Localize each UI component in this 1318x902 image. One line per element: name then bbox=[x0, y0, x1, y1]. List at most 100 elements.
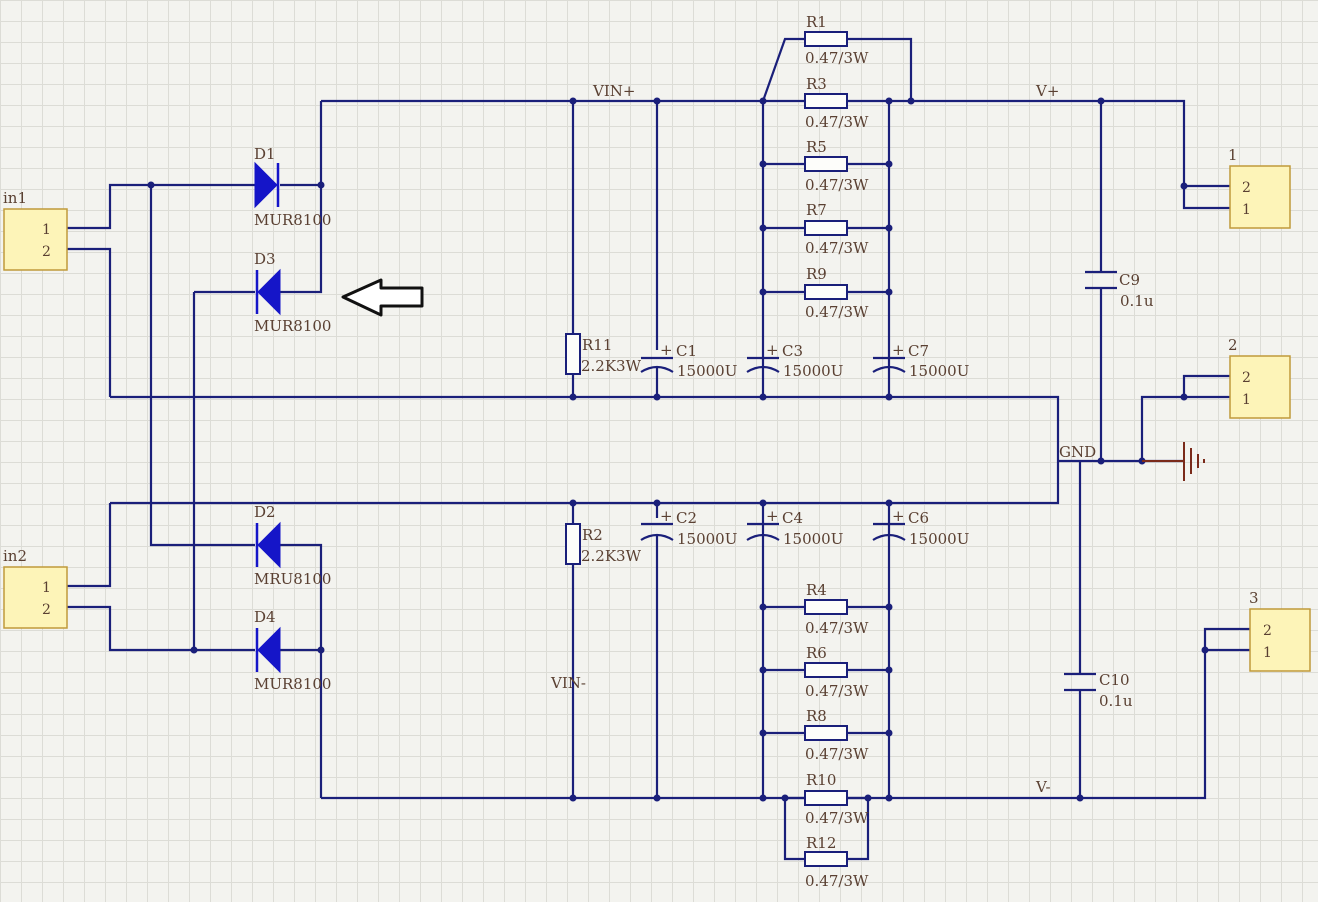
resistor-r11-value: 2.2K3W bbox=[581, 357, 642, 375]
capacitor-c4-value: 15000U bbox=[783, 530, 843, 548]
net-label-v-minus: V- bbox=[1035, 778, 1051, 796]
resistor-r12-ref: R12 bbox=[806, 834, 836, 852]
diode-d1[interactable]: D1 MUR8100 bbox=[254, 145, 331, 229]
resistor-r12-value: 0.47/3W bbox=[805, 872, 869, 890]
capacitor-c4-ref: C4 bbox=[782, 509, 803, 527]
connector-2-pin-b: 1 bbox=[1242, 392, 1251, 408]
resistor-r4-ref: R4 bbox=[806, 581, 827, 599]
resistor-r7-value: 0.47/3W bbox=[805, 239, 869, 257]
capacitor-c2-value: 15000U bbox=[677, 530, 737, 548]
capacitor-c6-ref: C6 bbox=[908, 509, 929, 527]
capacitor-c9[interactable]: C9 0.1u bbox=[1085, 270, 1154, 310]
resistor-r1[interactable]: R1 0.47/3W bbox=[804, 13, 869, 67]
resistor-r3[interactable]: R3 0.47/3W bbox=[804, 75, 869, 131]
connector-in2-ref: in2 bbox=[3, 547, 27, 565]
capacitor-c7-value: 15000U bbox=[909, 362, 969, 380]
resistor-r6-value: 0.47/3W bbox=[805, 682, 869, 700]
resistor-r2[interactable]: R2 2.2K3W bbox=[565, 523, 642, 565]
diode-d3[interactable]: D3 MUR8100 bbox=[254, 250, 331, 335]
capacitor-c7[interactable]: + C7 15000U bbox=[872, 341, 969, 380]
capacitor-c10[interactable]: C10 0.1u bbox=[1064, 671, 1133, 710]
resistor-r12[interactable]: R12 0.47/3W bbox=[804, 834, 869, 890]
capacitor-c9-ref: C9 bbox=[1119, 271, 1140, 289]
diode-d2[interactable]: D2 MRU8100 bbox=[254, 503, 331, 588]
connector-1-ref: 1 bbox=[1228, 146, 1238, 164]
resistor-r7-ref: R7 bbox=[806, 201, 827, 219]
resistor-r11-ref: R11 bbox=[582, 336, 612, 354]
capacitor-c7-ref: C7 bbox=[908, 342, 929, 360]
capacitor-c3-ref: C3 bbox=[782, 342, 803, 360]
resistor-r11[interactable]: R11 2.2K3W bbox=[565, 333, 642, 375]
resistor-r3-value: 0.47/3W bbox=[805, 113, 869, 131]
resistor-r1-value: 0.47/3W bbox=[805, 49, 869, 67]
resistor-r3-ref: R3 bbox=[806, 75, 827, 93]
diode-d3-ref: D3 bbox=[254, 250, 276, 268]
net-label-vin-plus: VIN+ bbox=[592, 82, 635, 100]
connector-3-ref: 3 bbox=[1249, 589, 1259, 607]
capacitor-c1[interactable]: + C1 15000U bbox=[640, 341, 737, 380]
capacitor-c6-polarity: + bbox=[892, 507, 905, 525]
net-label-vin-minus: VIN- bbox=[550, 674, 586, 692]
connector-1-pin-a: 2 bbox=[1242, 180, 1251, 196]
resistor-r10-ref: R10 bbox=[806, 771, 836, 789]
resistor-r10[interactable]: R10 0.47/3W bbox=[804, 771, 869, 827]
resistor-r8-ref: R8 bbox=[806, 707, 827, 725]
connector-in1-pin-b: 2 bbox=[42, 244, 51, 260]
diode-d2-ref: D2 bbox=[254, 503, 276, 521]
connector-3-pin-a: 2 bbox=[1263, 623, 1272, 639]
resistor-r6[interactable]: R6 0.47/3W bbox=[804, 644, 869, 700]
connector-in1[interactable]: in1 1 2 bbox=[3, 189, 68, 271]
capacitor-c9-value: 0.1u bbox=[1120, 292, 1154, 310]
connector-3-pin-b: 1 bbox=[1263, 645, 1272, 661]
capacitor-c1-ref: C1 bbox=[676, 342, 697, 360]
diode-d4[interactable]: D4 MUR8100 bbox=[254, 608, 331, 693]
connector-1-pin-b: 1 bbox=[1242, 202, 1251, 218]
junction-dots bbox=[147, 97, 1209, 802]
connector-in1-ref: in1 bbox=[3, 189, 27, 207]
resistor-r7[interactable]: R7 0.47/3W bbox=[804, 201, 869, 257]
resistor-r4[interactable]: R4 0.47/3W bbox=[804, 581, 869, 637]
diode-d4-value: MUR8100 bbox=[254, 675, 331, 693]
capacitor-c4[interactable]: + C4 15000U bbox=[746, 507, 843, 548]
left-arrow-icon bbox=[341, 278, 424, 317]
ground-icon bbox=[1142, 442, 1205, 481]
resistor-r5[interactable]: R5 0.47/3W bbox=[804, 138, 869, 194]
diode-d3-value: MUR8100 bbox=[254, 317, 331, 335]
resistor-r5-value: 0.47/3W bbox=[805, 176, 869, 194]
capacitor-c3[interactable]: + C3 15000U bbox=[746, 341, 843, 380]
capacitor-c3-polarity: + bbox=[766, 341, 779, 359]
diode-d2-value: MRU8100 bbox=[254, 570, 331, 588]
resistor-r2-value: 2.2K3W bbox=[581, 547, 642, 565]
resistor-r1-ref: R1 bbox=[806, 13, 827, 31]
capacitor-c4-polarity: + bbox=[766, 507, 779, 525]
net-label-v-plus: V+ bbox=[1035, 82, 1059, 100]
capacitor-c10-value: 0.1u bbox=[1099, 692, 1133, 710]
capacitor-c6[interactable]: + C6 15000U bbox=[872, 507, 969, 548]
diode-d4-ref: D4 bbox=[254, 608, 276, 626]
connector-2-ref: 2 bbox=[1228, 336, 1238, 354]
connector-2[interactable]: 2 2 1 bbox=[1228, 336, 1291, 419]
capacitor-c10-ref: C10 bbox=[1099, 671, 1130, 689]
wires bbox=[67, 37, 1250, 861]
resistor-r8-value: 0.47/3W bbox=[805, 745, 869, 763]
resistor-r10-value: 0.47/3W bbox=[805, 809, 869, 827]
capacitor-c2[interactable]: + C2 15000U bbox=[640, 507, 737, 548]
connector-1[interactable]: 1 2 1 bbox=[1228, 146, 1291, 229]
net-label-gnd: GND bbox=[1059, 443, 1096, 461]
connector-3[interactable]: 3 2 1 bbox=[1249, 589, 1311, 672]
capacitor-c6-value: 15000U bbox=[909, 530, 969, 548]
resistor-r6-ref: R6 bbox=[806, 644, 827, 662]
resistor-r5-ref: R5 bbox=[806, 138, 827, 156]
capacitor-c2-ref: C2 bbox=[676, 509, 697, 527]
connector-in1-pin-a: 1 bbox=[42, 222, 51, 238]
connector-in2-pin-b: 2 bbox=[42, 602, 51, 618]
capacitor-c7-polarity: + bbox=[892, 341, 905, 359]
diode-d1-ref: D1 bbox=[254, 145, 276, 163]
resistor-r9[interactable]: R9 0.47/3W bbox=[804, 265, 869, 321]
capacitor-c2-polarity: + bbox=[660, 507, 673, 525]
resistor-r9-ref: R9 bbox=[806, 265, 827, 283]
resistor-r8[interactable]: R8 0.47/3W bbox=[804, 707, 869, 763]
connector-in2[interactable]: in2 1 2 bbox=[3, 547, 68, 629]
